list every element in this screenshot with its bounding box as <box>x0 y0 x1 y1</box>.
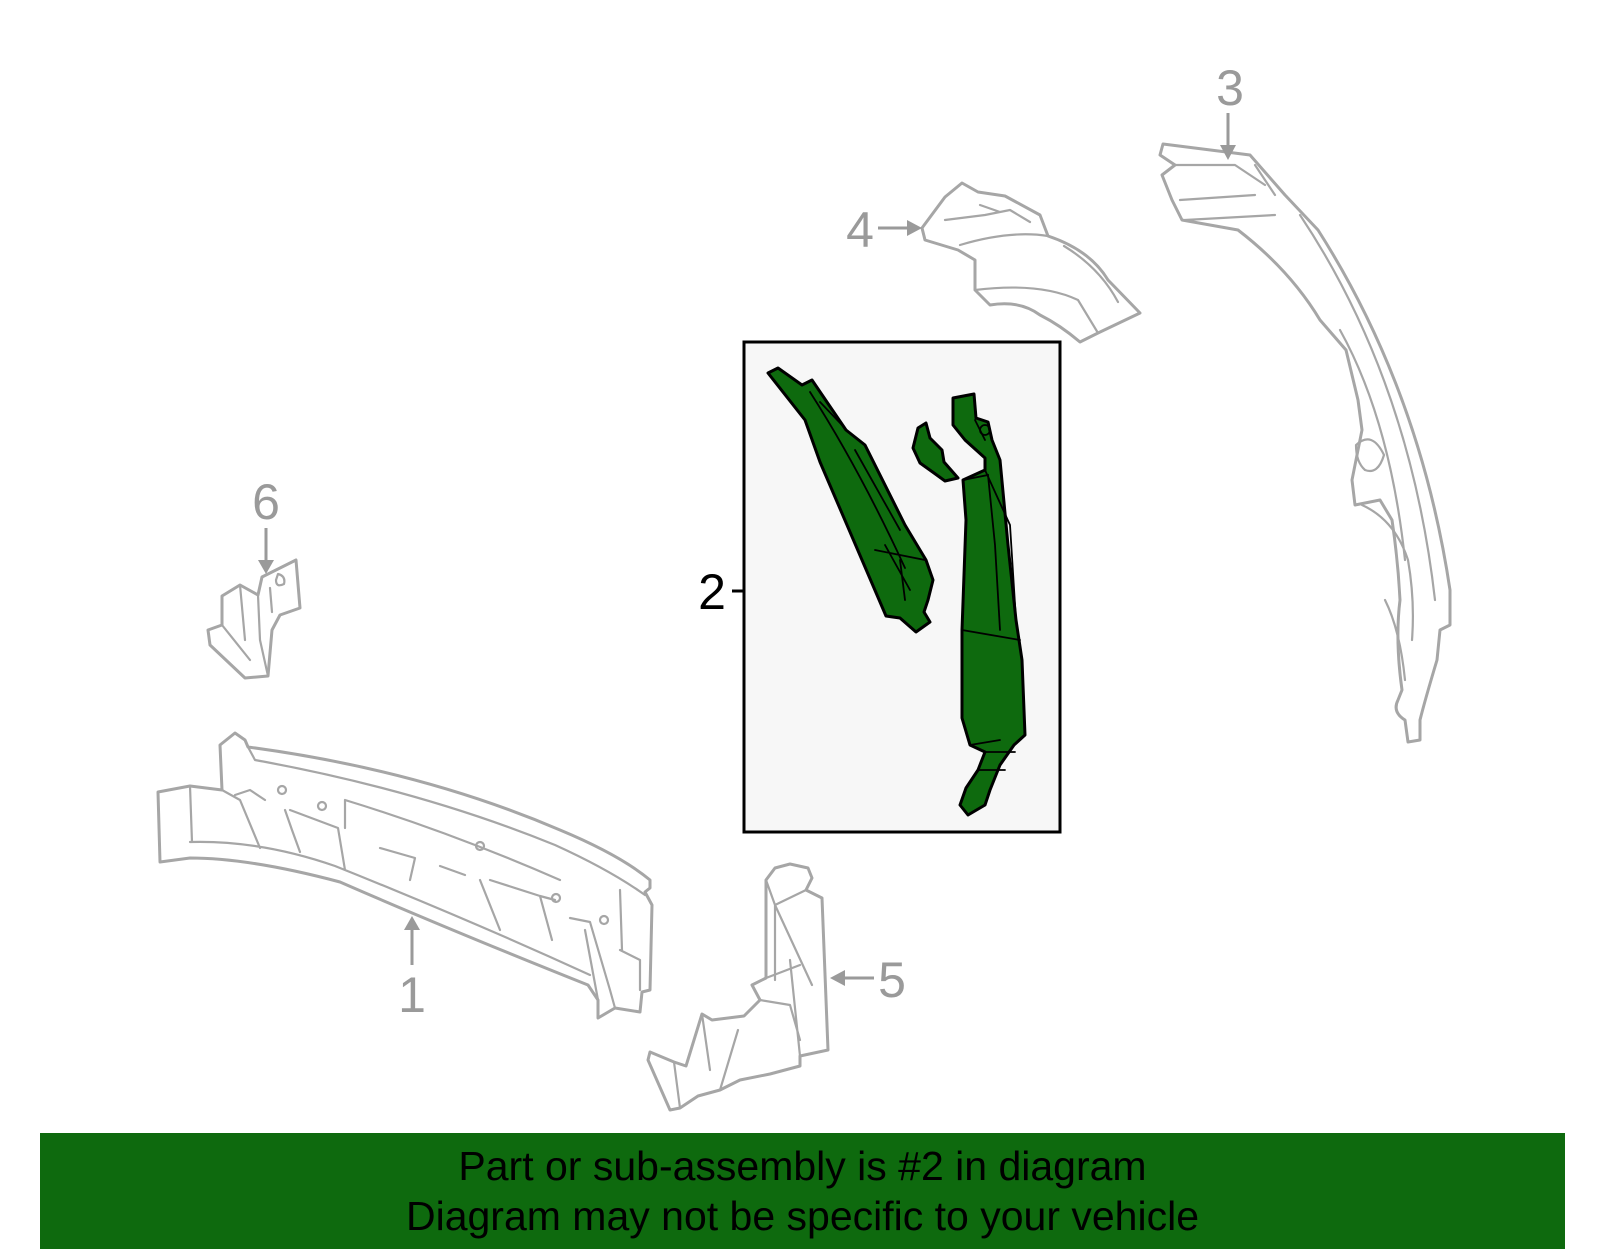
part-2-pillar-small-bracket[interactable] <box>911 421 960 483</box>
part-1-rear-panel[interactable] <box>156 731 654 1020</box>
arrow-3-icon <box>1220 145 1236 160</box>
info-banner: Part or sub-assembly is #2 in diagram Di… <box>40 1133 1565 1249</box>
part-5-corner-bracket[interactable] <box>646 862 830 1112</box>
arrow-4-icon <box>907 220 922 236</box>
arrow-1-icon <box>404 916 420 930</box>
callout-4: 4 <box>846 202 874 258</box>
banner-line-2: Diagram may not be specific to your vehi… <box>405 1193 1199 1239</box>
banner-line-1: Part or sub-assembly is #2 in diagram <box>458 1143 1147 1189</box>
callout-5: 5 <box>878 952 906 1008</box>
callout-1: 1 <box>398 967 426 1023</box>
part-2-pillar-right-piece[interactable] <box>951 392 1027 817</box>
callout-3: 3 <box>1216 60 1244 116</box>
part-4-wheelhouse-extension[interactable] <box>920 181 1142 344</box>
part-2-pillar-left-piece[interactable] <box>766 366 935 634</box>
part-3-wheelhouse-panel[interactable] <box>1158 142 1452 744</box>
arrow-6-icon <box>258 560 274 574</box>
callout-6: 6 <box>252 474 280 530</box>
highlight-inset <box>742 340 1062 834</box>
part-6-bracket[interactable] <box>206 558 302 680</box>
arrow-5-icon <box>830 970 845 986</box>
callout-labels: 1 2 3 4 5 6 <box>252 60 1244 1023</box>
callout-2: 2 <box>698 564 726 620</box>
leader-lines <box>258 113 1236 986</box>
